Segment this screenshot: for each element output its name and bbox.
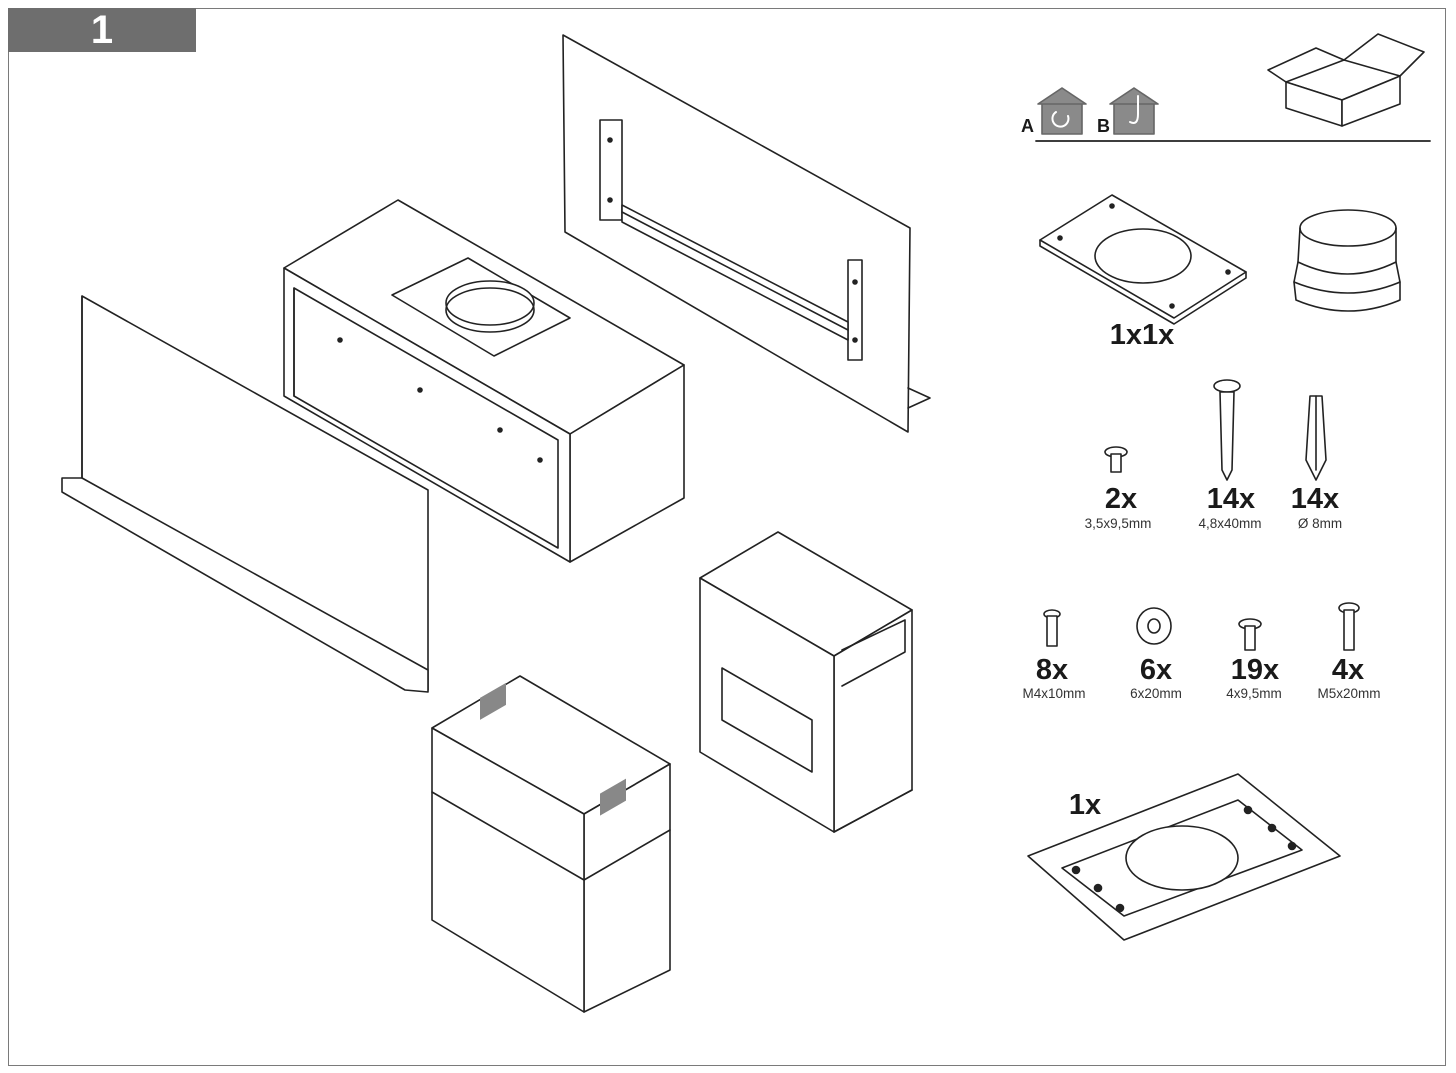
long-screw-icon (1213, 379, 1241, 481)
duct-reducer-icon (1293, 209, 1401, 312)
extraction-house-icon (1109, 87, 1159, 135)
qty-adapter-plate-reducer: 1x1x (1109, 319, 1175, 351)
qty-long-screw: 14x (1206, 483, 1256, 515)
step-number-tab: 1 (8, 8, 196, 52)
spec-washer: 6x20mm (1130, 686, 1182, 701)
step-number: 1 (90, 8, 114, 52)
spec-wall-plug: Ø 8mm (1297, 516, 1343, 531)
mounting-template-icon (1027, 773, 1341, 941)
spec-m4-bolt: M4x10mm (1022, 686, 1086, 701)
chimney-cover-upper (699, 531, 913, 833)
recirculation-house-icon (1037, 87, 1087, 135)
diagram-frame (8, 8, 1446, 1066)
adapter-plate-icon (1039, 194, 1247, 325)
hood-body (283, 199, 685, 563)
qty-m5-bolt: 4x (1331, 654, 1365, 686)
chimney-cover-lower (431, 675, 671, 1013)
variant-a-letter: A (1021, 116, 1034, 136)
variant-b-letter: B (1097, 116, 1110, 136)
spec-screw-4x95: 4x9,5mm (1226, 686, 1282, 701)
qty-small-screw: 2x (1104, 483, 1138, 515)
qty-m4-bolt: 8x (1035, 654, 1069, 686)
m4-bolt-icon (1043, 609, 1061, 647)
screw-4x95-icon (1238, 618, 1262, 651)
qty-wall-plug: 14x (1290, 483, 1340, 515)
spec-long-screw: 4,8x40mm (1198, 516, 1262, 531)
washer-icon (1136, 607, 1172, 645)
wall-mounting-panel (562, 34, 931, 433)
qty-screw-4x95: 19x (1230, 654, 1280, 686)
wall-plug-icon (1305, 395, 1327, 481)
open-box-icon (1267, 33, 1425, 127)
spec-small-screw: 3,5x9,5mm (1084, 516, 1152, 531)
qty-washer: 6x (1139, 654, 1173, 686)
qty-mounting-template: 1x (1068, 789, 1102, 821)
front-panel (61, 295, 429, 693)
m5-bolt-icon (1338, 602, 1360, 651)
spec-m5-bolt: M5x20mm (1317, 686, 1381, 701)
small-screw-icon (1104, 446, 1128, 473)
